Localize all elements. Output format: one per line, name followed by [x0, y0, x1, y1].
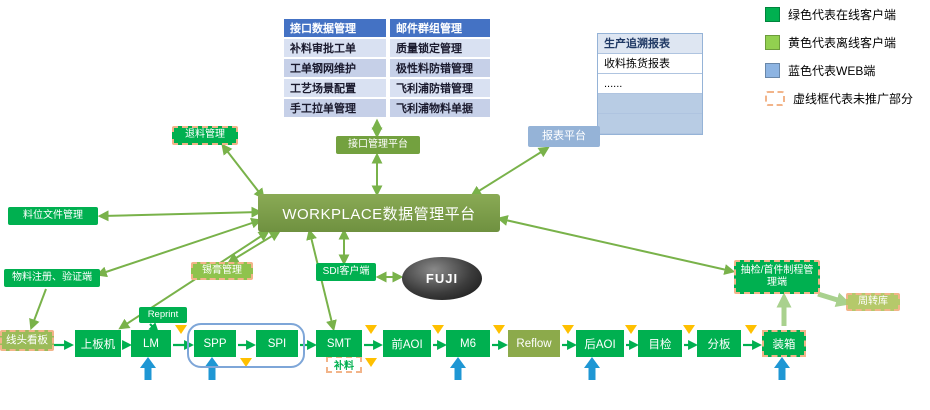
legend-label: 黄色代表离线客户端	[788, 36, 897, 50]
line-station: 装箱	[762, 330, 806, 357]
yellow-flag	[625, 325, 637, 334]
legend-label: 虚线框代表未推广部分	[793, 92, 914, 106]
node-return-mgmt: 退料管理	[172, 126, 238, 145]
legend-item-offline: 黄色代表离线客户端	[765, 35, 913, 50]
trace-report-table: 生产追溯报表 收料拣货报表 ......	[597, 33, 703, 135]
table-row: 工单钢网维护	[283, 58, 387, 78]
line-station: 后AOI	[576, 330, 624, 357]
table-row: 工艺场景配置	[283, 78, 387, 98]
arrow-platform-report	[470, 146, 550, 197]
table-row: 收料拣货报表	[598, 54, 702, 74]
line-station: 上板机	[75, 330, 121, 357]
table-row-empty	[598, 94, 702, 114]
line-station: 目检	[638, 330, 682, 357]
table-row: 飞利浦防错管理	[389, 78, 491, 98]
table-row: 质量锁定管理	[389, 38, 491, 58]
spp-spi-group-outline	[187, 323, 305, 368]
table-row-empty	[598, 114, 702, 134]
yellow-flag	[745, 325, 757, 334]
arrow-platform-solderpaste	[227, 230, 281, 264]
interface-table-header: 接口数据管理	[283, 18, 387, 38]
arrow-platform-return	[221, 143, 265, 200]
yellow-flag	[365, 358, 377, 367]
mail-group-table: 邮件群组管理 质量锁定管理 极性料防错管理 飞利浦防错管理 飞利浦物料单据	[389, 18, 491, 118]
mail-table-header: 邮件群组管理	[389, 18, 491, 38]
yellow-flag	[683, 325, 695, 334]
legend-label: 蓝色代表WEB端	[788, 64, 876, 78]
material-flow-arrows	[776, 291, 852, 326]
refill-tag: 补料	[326, 356, 362, 373]
yellow-flag	[175, 325, 187, 334]
yellow-flag	[432, 325, 444, 334]
line-station: 前AOI	[383, 330, 431, 357]
node-report-platform: 报表平台	[528, 126, 600, 147]
green-swatch-icon	[765, 7, 780, 22]
arrow-register-lineboard	[29, 288, 47, 331]
interface-data-table: 接口数据管理 补料审批工单 工单钢网维护 工艺场景配置 手工拉单管理	[283, 18, 387, 118]
legend-label: 绿色代表在线客户端	[788, 8, 897, 22]
arrow-sampling-to-turnover	[817, 291, 852, 307]
table-row: 手工拉单管理	[283, 98, 387, 118]
node-sdi-client: SDI客户端	[316, 263, 376, 281]
node-line-head-board: 线头看板	[0, 330, 54, 351]
yellowgreen-swatch-icon	[765, 35, 780, 50]
table-row: 飞利浦物料单据	[389, 98, 491, 118]
blue-up-arrow	[584, 357, 600, 380]
line-station: SPP	[194, 330, 236, 357]
dashed-swatch-icon	[765, 91, 785, 106]
trace-table-header: 生产追溯报表	[598, 34, 702, 54]
node-slot-file-mgmt: 料位文件管理	[8, 207, 98, 225]
line-station: M6	[446, 330, 490, 357]
legend-item-dashed: 虚线框代表未推广部分	[765, 91, 913, 106]
workplace-platform-node: WORKPLACE数据管理平台	[258, 194, 500, 232]
line-station: SPI	[256, 330, 298, 357]
table-row: 补料审批工单	[283, 38, 387, 58]
node-material-register: 物料注册、验证端	[4, 269, 100, 287]
node-sampling-terminal: 抽检/首件制程管理端	[734, 260, 820, 294]
blue-up-arrow	[774, 357, 790, 380]
legend-item-online: 绿色代表在线客户端	[765, 7, 913, 22]
line-station: 分板	[697, 330, 741, 357]
legend: 绿色代表在线客户端 黄色代表离线客户端 蓝色代表WEB端 虚线框代表未推广部分	[765, 7, 913, 119]
node-turnover-store: 周转库	[846, 293, 900, 311]
line-station: SMT	[316, 330, 362, 357]
node-interface-platform: 接口管理平台	[336, 136, 420, 154]
legend-item-web: 蓝色代表WEB端	[765, 63, 913, 78]
yellow-flag	[562, 325, 574, 334]
line-station: LM	[131, 330, 171, 357]
arrow-platform-slotfile	[97, 206, 263, 222]
blue-swatch-icon	[765, 63, 780, 78]
table-row: 极性料防错管理	[389, 58, 491, 78]
line-station: Reflow	[508, 330, 560, 357]
table-row: ......	[598, 74, 702, 94]
reprint-tag: Reprint	[139, 307, 187, 323]
blue-up-arrow	[450, 357, 466, 380]
node-solder-paste-mgmt: 锡膏管理	[191, 262, 253, 280]
arrow-platform-sampling	[496, 215, 736, 275]
yellow-flag	[493, 325, 505, 334]
yellow-flag	[365, 325, 377, 334]
blue-up-arrow	[140, 357, 156, 380]
fuji-machine-node: FUJI	[402, 257, 482, 300]
